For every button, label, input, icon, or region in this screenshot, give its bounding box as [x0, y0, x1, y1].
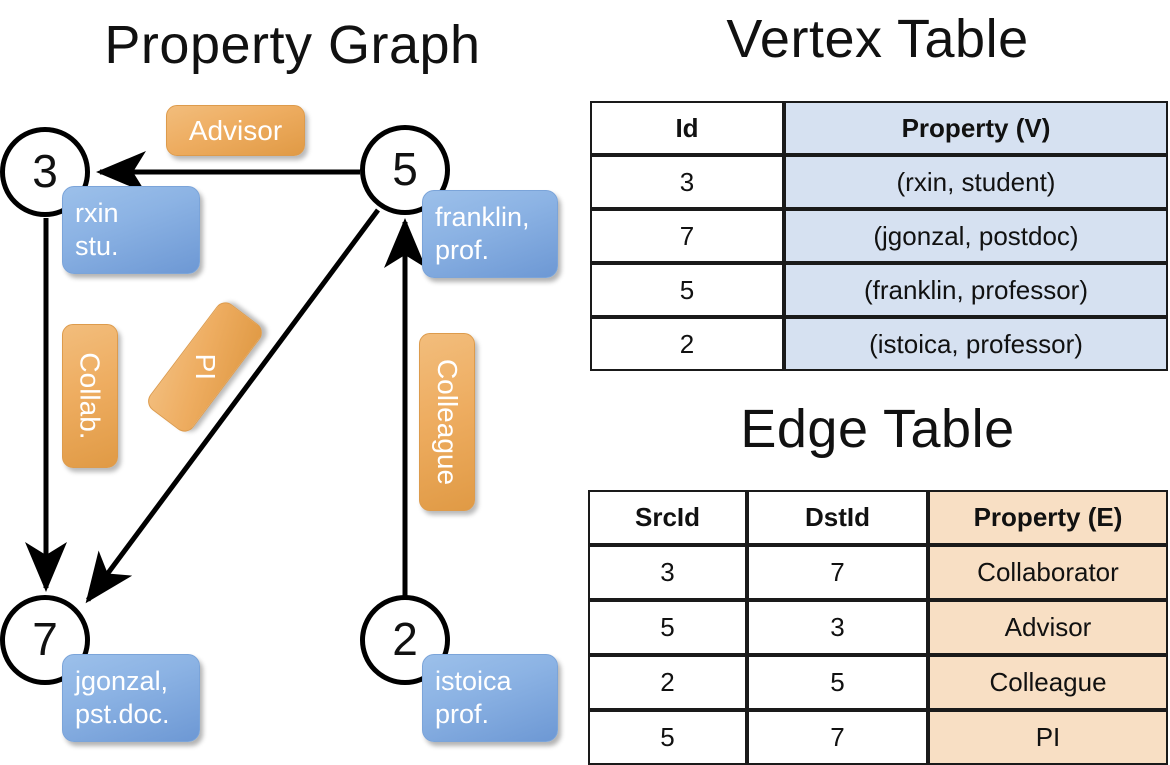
vertex-property-franklin-line2: prof.: [435, 234, 490, 265]
edge-cell-property: PI: [928, 710, 1168, 765]
vertex-property-box-rxin[interactable]: rxin stu.: [62, 186, 200, 274]
edge-label-pi-text: PI: [190, 353, 221, 381]
table-row[interactable]: 3 (rxin, student): [590, 155, 1168, 209]
property-graph-diagram: 3 5 7 2 rxin stu. franklin, prof. jgonza…: [0, 0, 585, 760]
vertex-cell-property: (jgonzal, postdoc): [784, 209, 1168, 263]
graph-node-7-label: 7: [32, 613, 58, 665]
edge-cell-property: Colleague: [928, 655, 1168, 710]
edge-table-header-property: Property (E): [928, 490, 1168, 545]
edge-label-collab[interactable]: Collab.: [62, 324, 118, 468]
table-row[interactable]: 2 5 Colleague: [588, 655, 1168, 710]
vertex-property-jgonzal-line2: pst.doc.: [75, 698, 170, 729]
edge-label-advisor-text: Advisor: [188, 114, 283, 146]
vertex-property-box-franklin[interactable]: franklin, prof.: [422, 190, 558, 278]
edge-label-advisor[interactable]: Advisor: [166, 105, 305, 156]
page-title-property-graph: Property Graph: [104, 15, 481, 75]
vertex-property-rxin-line2: stu.: [75, 230, 119, 261]
edge-line-pi: [85, 208, 381, 604]
edge-table: SrcId DstId Property (E) 3 7 Collaborato…: [588, 490, 1168, 765]
vertex-property-box-istoica[interactable]: istoica prof.: [422, 654, 558, 742]
edge-table-header-srcid: SrcId: [588, 490, 747, 545]
edge-cell-dstid: 3: [747, 600, 928, 655]
vertex-cell-id: 2: [590, 317, 784, 371]
graph-edge-lines: [24, 150, 427, 604]
table-row[interactable]: 5 3 Advisor: [588, 600, 1168, 655]
graph-node-2-label: 2: [392, 613, 418, 665]
vertex-property-franklin-line1: franklin,: [435, 202, 530, 232]
graph-node-5[interactable]: 5: [360, 125, 450, 215]
vertex-table-header-row: Id Property (V): [590, 101, 1168, 155]
vertex-cell-id: 7: [590, 209, 784, 263]
table-row[interactable]: 5 (franklin, professor): [590, 263, 1168, 317]
vertex-property-jgonzal-line1: jgonzal,: [75, 666, 169, 696]
vertex-table-header-id: Id: [590, 101, 784, 155]
table-row[interactable]: 7 (jgonzal, postdoc): [590, 209, 1168, 263]
table-row[interactable]: 3 7 Collaborator: [588, 545, 1168, 600]
vertex-property-istoica-line2: prof.: [435, 698, 490, 729]
vertex-cell-id: 3: [590, 155, 784, 209]
edge-cell-srcid: 5: [588, 600, 747, 655]
vertex-cell-property: (istoica, professor): [784, 317, 1168, 371]
vertex-cell-property: (rxin, student): [784, 155, 1168, 209]
vertex-table: Id Property (V) 3 (rxin, student) 7 (jgo…: [590, 101, 1168, 371]
table-row[interactable]: 2 (istoica, professor): [590, 317, 1168, 371]
edge-cell-dstid: 7: [747, 545, 928, 600]
table-row[interactable]: 5 7 PI: [588, 710, 1168, 765]
vertex-property-istoica-line1: istoica: [435, 666, 512, 696]
page-title-edge-table: Edge Table: [740, 399, 1015, 459]
edge-cell-srcid: 3: [588, 545, 747, 600]
page-title-vertex-table: Vertex Table: [726, 9, 1029, 69]
vertex-cell-property: (franklin, professor): [784, 263, 1168, 317]
graph-node-3-label: 3: [32, 145, 58, 197]
vertex-property-rxin-line1: rxin: [75, 198, 119, 228]
edge-label-colleague-text: Colleague: [432, 358, 464, 486]
graph-node-5-label: 5: [392, 143, 418, 195]
vertex-cell-id: 5: [590, 263, 784, 317]
edge-cell-property: Collaborator: [928, 545, 1168, 600]
edge-cell-property: Advisor: [928, 600, 1168, 655]
graph-node-2[interactable]: 2: [360, 595, 450, 685]
edge-label-collab-text: Collab.: [75, 352, 107, 440]
edge-cell-dstid: 5: [747, 655, 928, 710]
edge-label-colleague[interactable]: Colleague: [419, 333, 475, 511]
edge-cell-srcid: 2: [588, 655, 747, 710]
vertex-property-box-jgonzal[interactable]: jgonzal, pst.doc.: [62, 654, 200, 742]
edge-table-header-dstid: DstId: [747, 490, 928, 545]
vertex-table-header-property: Property (V): [784, 101, 1168, 155]
edge-cell-dstid: 7: [747, 710, 928, 765]
edge-cell-srcid: 5: [588, 710, 747, 765]
edge-table-header-row: SrcId DstId Property (E): [588, 490, 1168, 545]
